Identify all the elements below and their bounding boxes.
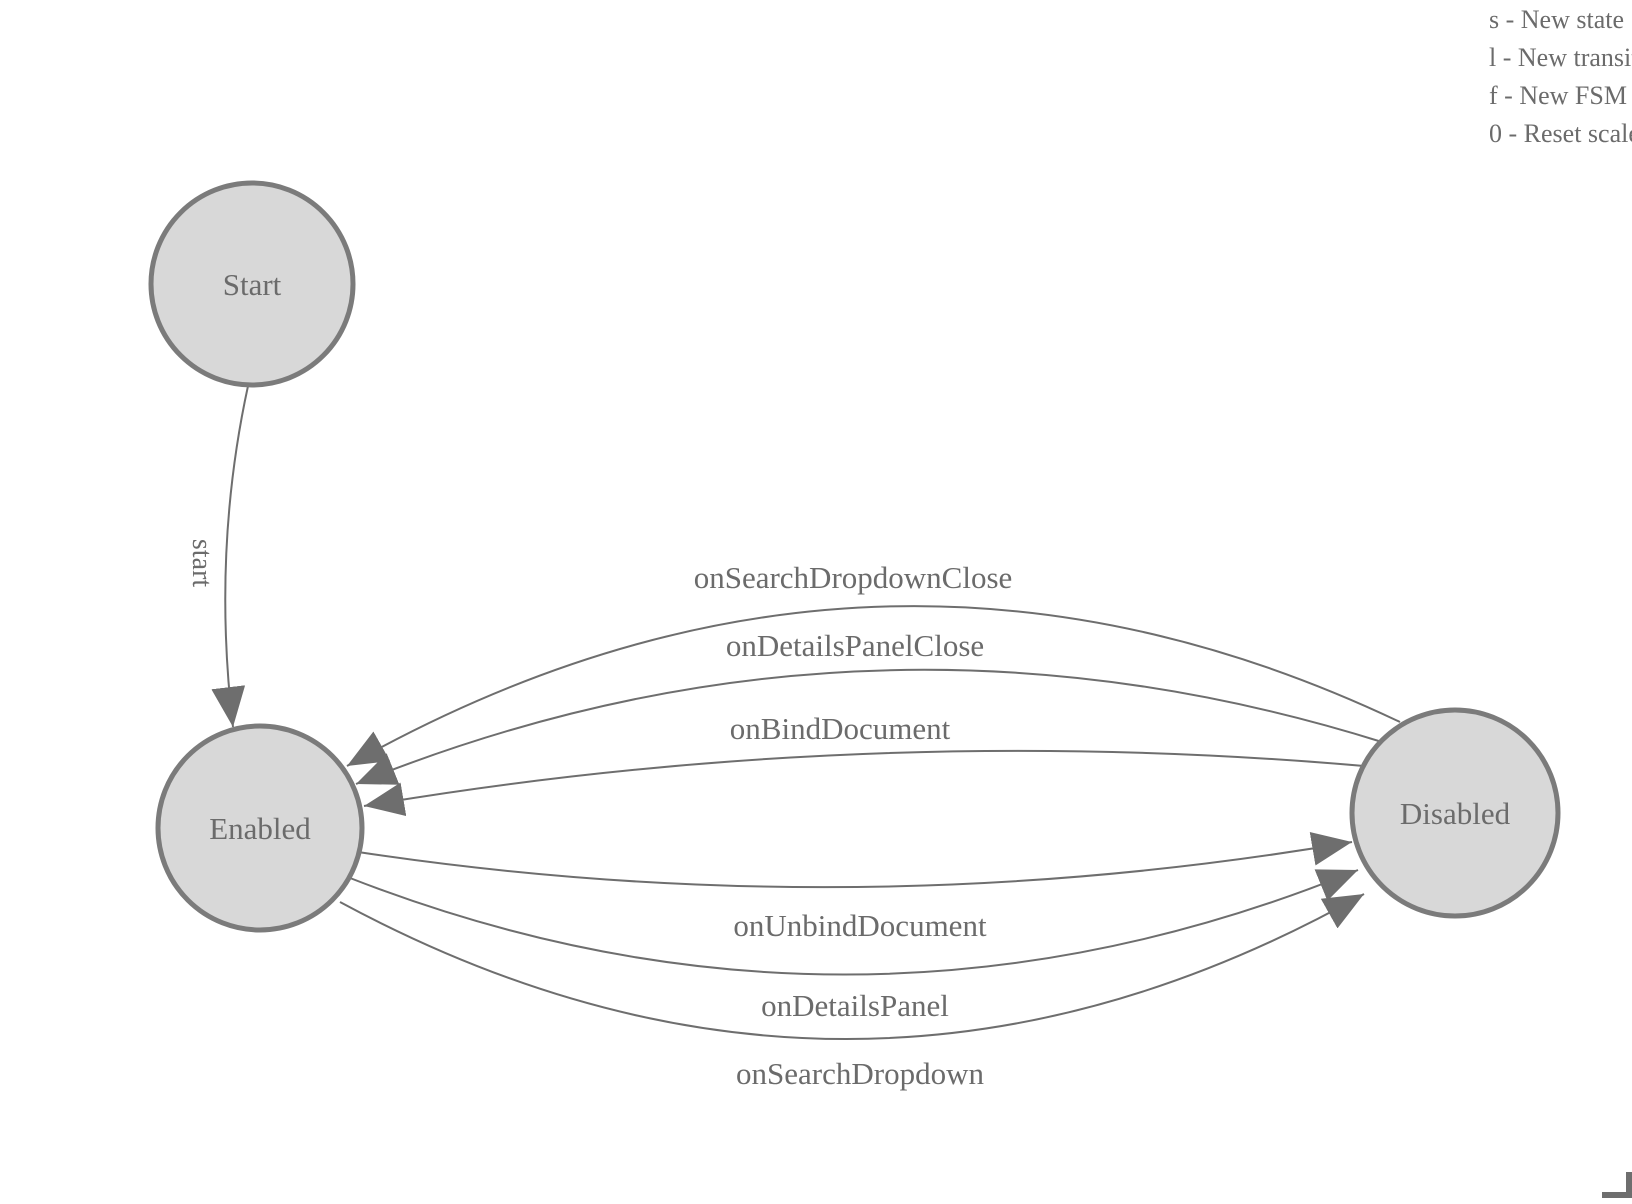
- legend-line-new-state: s - New state: [1489, 5, 1625, 34]
- corner-handle-horizontal-bar: [1602, 1192, 1632, 1198]
- edge-label-onUnbindDocument: onUnbindDocument: [733, 908, 987, 943]
- shortcuts-legend: s - New state l - New transition f - New…: [1489, 1, 1632, 153]
- legend-line-reset-scale: 0 - Reset scale: [1489, 119, 1632, 148]
- enabled-node-label: Enabled: [209, 811, 311, 846]
- state-node-start[interactable]: Start: [148, 180, 356, 388]
- state-node-disabled[interactable]: Disabled: [1349, 707, 1561, 919]
- edge-start-to-enabled[interactable]: [211, 385, 249, 728]
- start-node-label: Start: [223, 267, 282, 302]
- edge-label-onDetailsPanel: onDetailsPanel: [761, 988, 949, 1023]
- state-node-enabled[interactable]: Enabled: [155, 723, 365, 933]
- legend-line-new-fsm: f - New FSM: [1489, 81, 1627, 110]
- edge-label-onDetailsPanelClose: onDetailsPanelClose: [726, 628, 984, 663]
- disabled-node-circle[interactable]: [1349, 707, 1561, 919]
- edge-onSearchDropdownClose[interactable]: [346, 605, 1401, 767]
- edge-label-onBindDocument: onBindDocument: [730, 711, 951, 746]
- edge-label-onSearchDropdownClose: onSearchDropdownClose: [694, 560, 1013, 595]
- start-node-circle[interactable]: [148, 180, 356, 388]
- legend-line-new-transition: l - New transition: [1489, 43, 1632, 72]
- corner-handle-vertical-bar: [1626, 1172, 1632, 1198]
- edge-onSearchDropdown[interactable]: [339, 893, 1365, 1040]
- edge-onDetailsPanelClose[interactable]: [355, 668, 1383, 785]
- edge-label-onSearchDropdown: onSearchDropdown: [736, 1056, 984, 1091]
- edge-onBindDocument[interactable]: [363, 749, 1365, 817]
- edge-onUnbindDocument[interactable]: [357, 831, 1353, 889]
- edge-onDetailsPanel[interactable]: [349, 869, 1359, 976]
- disabled-node-label: Disabled: [1400, 796, 1511, 831]
- edge-label-start: start: [186, 539, 217, 587]
- enabled-node-circle[interactable]: [155, 723, 365, 933]
